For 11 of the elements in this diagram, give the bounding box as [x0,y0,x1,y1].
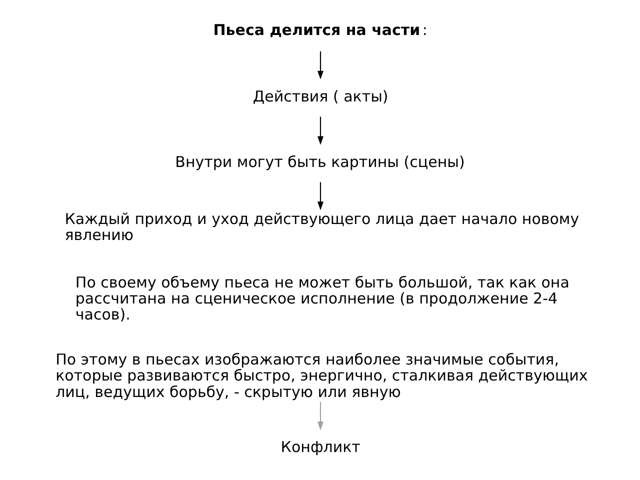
node-text: Внутри могут быть картины (сцены) [174,152,464,171]
node-text: Пьеса делится на части: [212,20,427,39]
arrow [317,182,323,210]
arrow [317,402,323,430]
node-text: Каждый приход и уход действующего лица дает начало новому явлению [64,210,579,244]
node-text: По этому в пьесах изображаются наиболее значимые события, которые развиваются быстро, энергично, сталкивая действующих лиц, ведущих борьбу, - скрытую или явную [55,350,588,401]
arrow [317,51,323,80]
arrow [317,116,323,145]
node-text: Действия ( акты) [252,87,388,106]
node-text: Конфликт [280,438,360,456]
node-text: По своему объему пьеса не может быть большой, так как она рассчитана на сценическое исполнение (в продолжение 2-4 часов). [74,273,569,324]
